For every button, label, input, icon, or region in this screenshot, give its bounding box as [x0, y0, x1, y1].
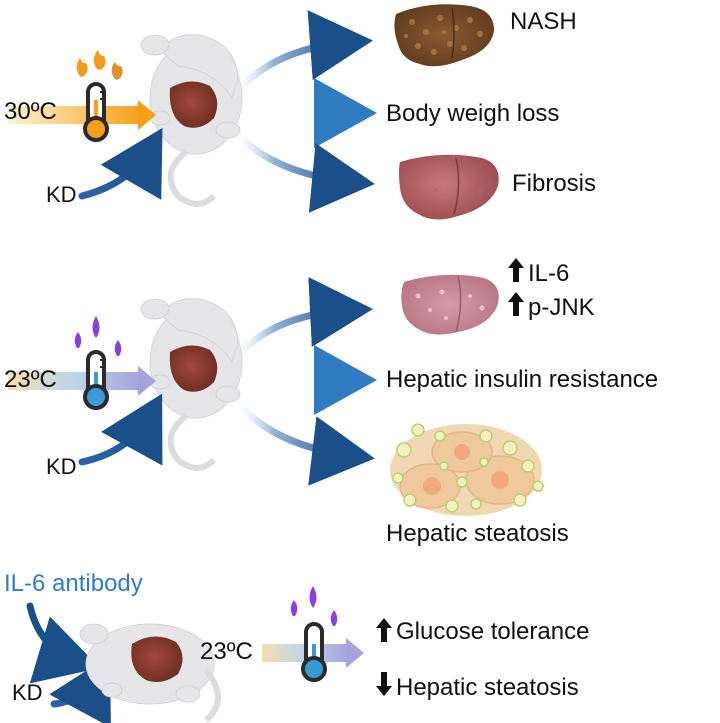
increase-arrows [508, 258, 524, 316]
antibody-arrow [26, 602, 101, 684]
kd-arrow [78, 127, 163, 200]
outcome-label: Fibrosis [512, 170, 597, 197]
mouse-liver [169, 345, 218, 392]
kd-arrow [78, 393, 163, 466]
diet-label: KD [46, 182, 77, 207]
nash-liver-icon [394, 4, 494, 67]
water-drop-icons [290, 586, 338, 626]
mouse-liver [131, 636, 183, 682]
outcome-arrows [229, 277, 377, 486]
temperature-label: 23ºC [200, 638, 253, 665]
effect-label: Hepatic steatosis [396, 674, 579, 701]
fibrosis-liver-icon [399, 154, 499, 220]
panel-middle [8, 258, 544, 516]
outcome-arrows [229, 10, 377, 213]
panel-top [8, 4, 499, 220]
thermometer-icon [301, 622, 327, 682]
mouse-liver [169, 81, 218, 128]
flame-icons [76, 50, 123, 80]
effect-arrows [376, 618, 392, 696]
steatosis-cells-icon [390, 423, 544, 516]
water-drop-icons [74, 316, 122, 356]
marker-label: IL-6 [528, 260, 570, 287]
panel-bottom [26, 586, 392, 723]
inflamed-liver-icon [401, 274, 499, 335]
temperature-label: 23ºC [4, 366, 57, 393]
outcome-label: Body weigh loss [386, 100, 560, 127]
temperature-label: 30ºC [4, 98, 57, 125]
diet-label: KD [12, 680, 43, 705]
outcome-label: Hepatic insulin resistance [386, 366, 659, 393]
treatment-label: IL-6 antibody [4, 570, 143, 597]
diet-label: KD [46, 454, 77, 479]
temperature-arrow [8, 366, 156, 396]
thermometer-icon [83, 82, 109, 142]
outcome-label: Hepatic steatosis [386, 520, 569, 547]
thermometer-icon [83, 350, 109, 410]
effect-label: Glucose tolerance [396, 618, 590, 645]
temperature-arrow [8, 100, 156, 130]
outcome-label: NASH [510, 8, 577, 35]
marker-label: p-JNK [528, 294, 595, 321]
